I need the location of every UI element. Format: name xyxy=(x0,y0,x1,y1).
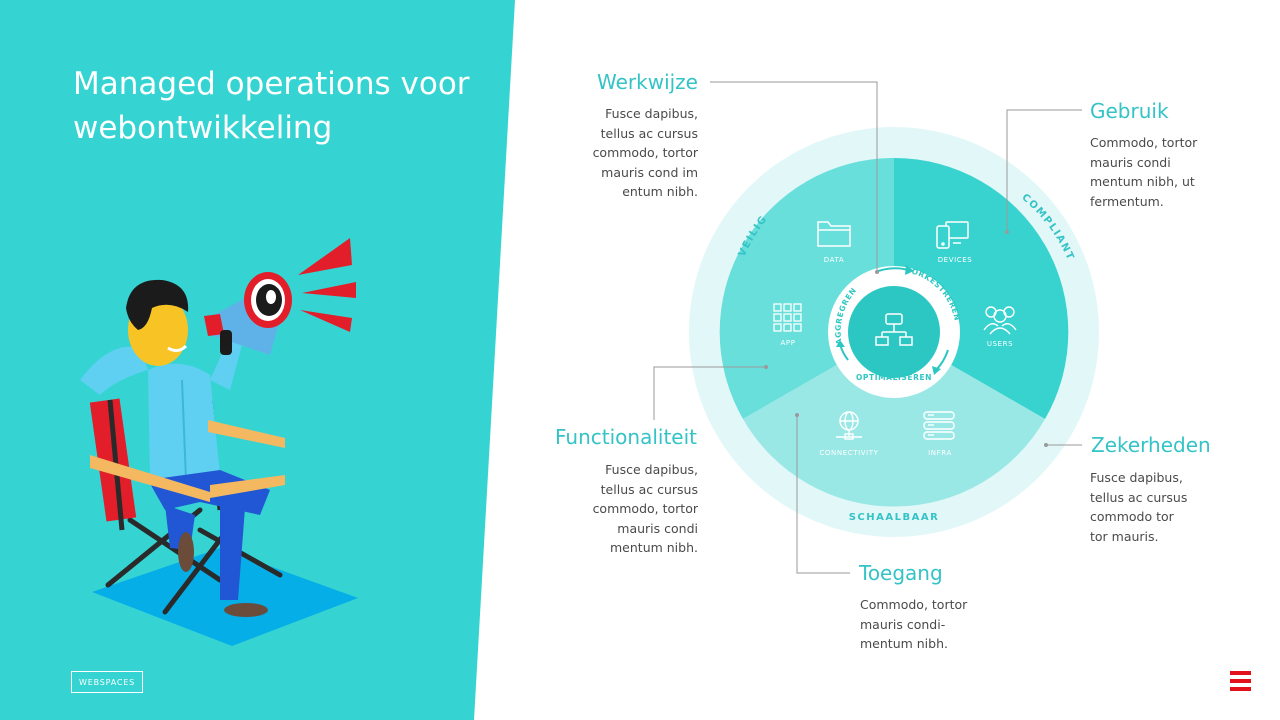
server-icon xyxy=(923,411,955,440)
callout-zekerheden-title: Zekerheden xyxy=(1091,433,1211,457)
leader-line-werkwijze xyxy=(710,81,878,272)
segment-label-connectivity: CONNECTIVITY xyxy=(819,449,878,457)
folder-icon xyxy=(817,221,851,247)
leader-line-toegang xyxy=(796,415,850,574)
callout-functionaliteit-body: Fusce dapibus, tellus ac cursus commodo,… xyxy=(592,462,698,555)
app-grid-icon xyxy=(773,303,802,332)
callout-gebruik-title: Gebruik xyxy=(1090,99,1169,123)
leader-line-gebruik xyxy=(1006,109,1082,232)
devices-icon xyxy=(936,221,969,249)
callout-werkwijze-title: Werkwijze xyxy=(597,70,698,94)
segment-label-infra: INFRA xyxy=(928,449,952,457)
megaphone-man-illustration xyxy=(80,238,358,646)
callout-werkwijze-body: Fusce dapibus, tellus ac cursus commodo,… xyxy=(592,106,698,199)
globe-icon xyxy=(836,411,862,440)
network-icon xyxy=(875,313,913,346)
slide-title: Managed operations voor webontwikkeling xyxy=(73,66,470,146)
leader-line-functionaliteit xyxy=(653,366,766,420)
segment-label-devices: DEVICES xyxy=(938,256,973,264)
cycle-label-optimaliseren: OPTIMALISEREN xyxy=(856,373,932,382)
callout-gebruik-body: Commodo, tortor mauris condi mentum nibh… xyxy=(1090,135,1198,209)
ring-label-schaalbaar: SCHAALBAAR xyxy=(849,512,940,523)
brand-tag: WEBSPACES xyxy=(71,671,143,693)
segment-label-users: USERS xyxy=(987,340,1013,348)
callout-toegang-body: Commodo, tortor mauris condi- mentum nib… xyxy=(860,597,968,651)
segment-label-data: DATA xyxy=(824,256,844,264)
callout-toegang-title: Toegang xyxy=(859,561,943,585)
callout-zekerheden-body: Fusce dapibus, tellus ac cursus commodo … xyxy=(1090,470,1188,544)
segment-label-app: APP xyxy=(780,339,795,347)
menu-icon[interactable] xyxy=(1230,671,1251,692)
callout-functionaliteit-title: Functionaliteit xyxy=(555,425,697,449)
sector-schaalbaar xyxy=(743,332,1045,507)
users-icon xyxy=(983,306,1017,335)
